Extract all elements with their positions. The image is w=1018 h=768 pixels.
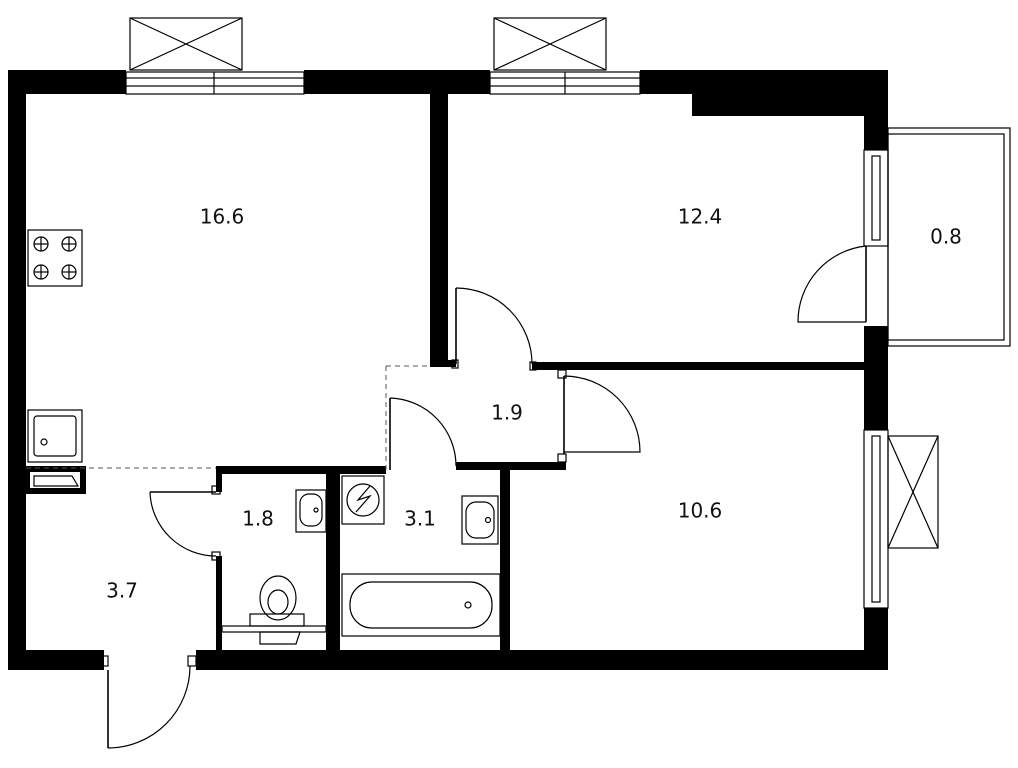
room-area-hall-inner: 1.9	[491, 401, 523, 425]
door-icon	[797, 245, 867, 323]
room-area-bedroom: 12.4	[678, 205, 723, 229]
door-icon	[99, 655, 197, 749]
room-area-kitchen-living: 16.6	[200, 205, 245, 229]
zone-divider	[26, 365, 430, 470]
room-area-room-2: 10.6	[678, 499, 723, 523]
room-area-entrance-hall: 3.7	[106, 579, 138, 603]
door-icon	[149, 485, 221, 561]
toilet-icon	[249, 575, 305, 627]
ventilation-unit-icon	[129, 17, 243, 71]
window-icon	[863, 429, 889, 609]
room-area-toilet: 1.8	[242, 507, 274, 531]
washing-machine-icon	[341, 475, 385, 525]
ventilation-unit-icon	[493, 17, 607, 71]
ventilation-unit-icon	[887, 435, 939, 549]
door-icon	[557, 369, 641, 463]
sink-icon	[27, 409, 83, 463]
interior-walls	[26, 94, 864, 654]
washbasin-icon	[295, 489, 327, 533]
window-icon	[123, 71, 307, 95]
window-icon	[487, 71, 643, 95]
bathtub-icon	[341, 573, 501, 637]
door-icon	[451, 287, 537, 371]
door-icon	[389, 397, 457, 470]
room-area-bathroom: 3.1	[404, 507, 436, 531]
window-icon	[863, 149, 889, 247]
balcony-outline	[887, 127, 1011, 347]
exterior-walls	[8, 70, 888, 670]
room-area-balcony: 0.8	[930, 225, 962, 249]
stove-icon	[27, 229, 83, 287]
shelf	[221, 625, 327, 645]
washbasin-icon	[461, 495, 499, 545]
